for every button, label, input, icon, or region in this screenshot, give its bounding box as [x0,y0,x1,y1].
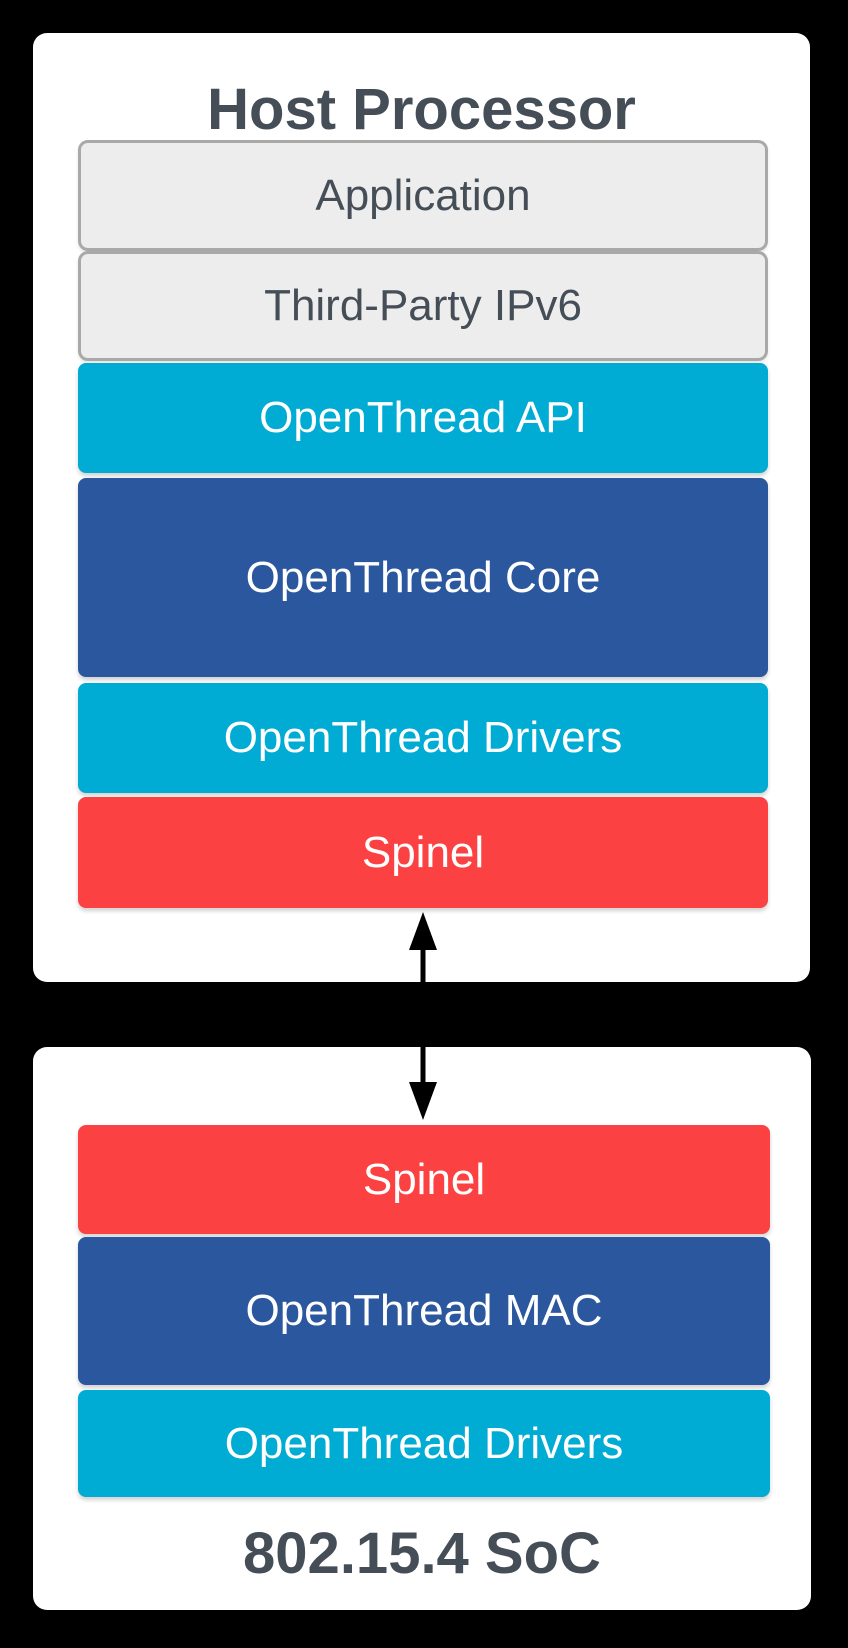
double-arrow-icon [409,912,437,1120]
layer-openthread-mac-label: OpenThread MAC [245,1286,603,1335]
layer-spinel-host-label: Spinel [361,827,485,877]
host-processor-title: Host Processor [207,77,636,142]
layer-spinel-host: Spinel [78,797,768,908]
layer-application-label: Application [315,170,531,220]
layer-openthread-core: OpenThread Core [78,478,768,677]
layer-openthread-drivers-host-label: OpenThread Drivers [223,713,623,762]
layer-third-party-ipv6-label: Third-Party IPv6 [264,281,582,330]
layer-openthread-api-label: OpenThread API [259,393,587,442]
layer-spinel-soc: Spinel [78,1125,770,1234]
layer-application: Application [78,140,768,251]
layer-openthread-api: OpenThread API [78,363,768,473]
soc-title: 802.15.4 SoC [243,1521,601,1586]
layer-openthread-mac: OpenThread MAC [78,1237,770,1385]
host-processor-panel: Host Processor Application Third-Party I… [33,33,810,982]
layer-spinel-soc-label: Spinel [362,1154,486,1204]
layer-openthread-drivers-host: OpenThread Drivers [78,683,768,793]
layer-openthread-core-label: OpenThread Core [245,552,601,602]
layer-openthread-drivers-soc: OpenThread Drivers [78,1390,770,1497]
layer-openthread-drivers-soc-label: OpenThread Drivers [224,1418,624,1468]
soc-panel: Spinel OpenThread MAC OpenThread Drivers… [33,1047,811,1610]
layer-third-party-ipv6: Third-Party IPv6 [78,251,768,361]
